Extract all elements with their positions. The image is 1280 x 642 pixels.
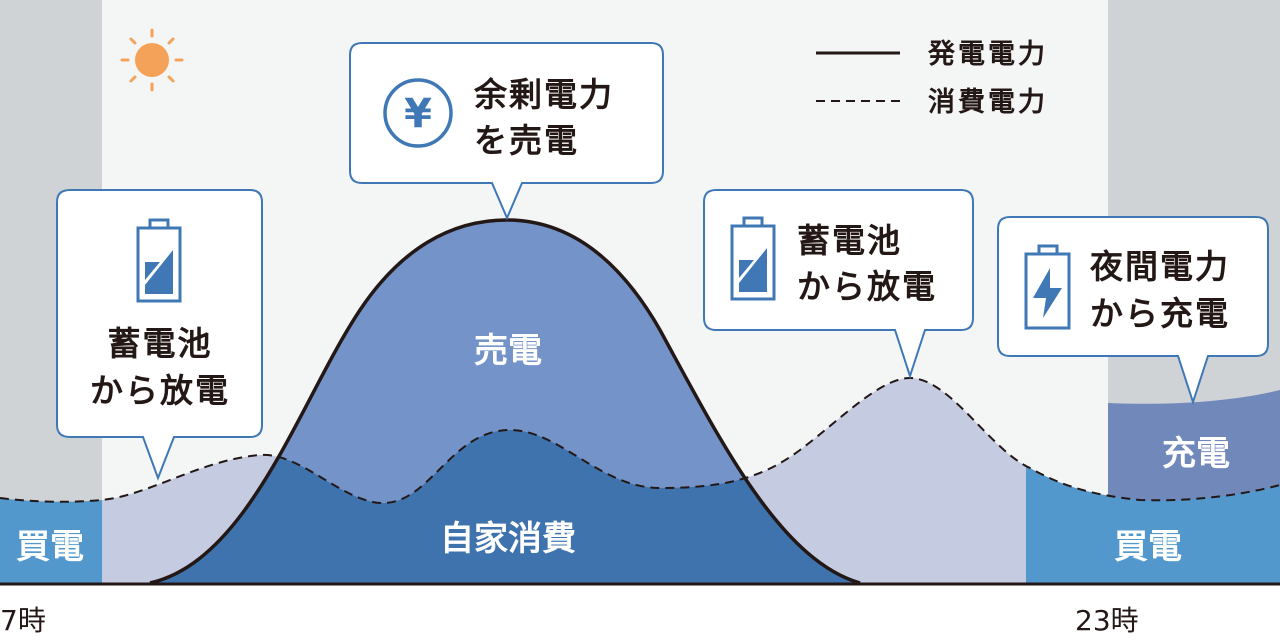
sell-label: 売電 [474, 331, 542, 371]
charge-label: 充電 [1162, 434, 1230, 474]
callout-line-1: 蓄電池 [108, 324, 213, 363]
callout-line-1: 夜間電力 [1089, 247, 1230, 286]
callout-line-1: 蓄電池 [797, 221, 902, 260]
callout-sell-surplus: ¥ 余剰電力 を売電 [349, 42, 664, 221]
callout-night-charge: 夜間電力 から充電 [997, 216, 1269, 406]
time-start-label: 7時 [0, 604, 46, 637]
battery-discharge-icon [136, 218, 182, 303]
callout-line-1: 余剰電力 [473, 75, 614, 114]
callout-line-2: から充電 [1090, 294, 1230, 333]
battery-charge-icon [1024, 244, 1071, 330]
yen-icon: ¥ [383, 78, 453, 148]
legend: 発電電力 消費電力 [816, 39, 1048, 118]
callout-battery-discharge-morning: 蓄電池 から放電 [56, 189, 263, 481]
callout-line-2: を売電 [474, 121, 579, 160]
callout-line-2: から放電 [90, 371, 230, 410]
callout-line-2: から放電 [797, 267, 937, 306]
legend-consumption-label: 消費電力 [928, 87, 1048, 118]
consumption-line [0, 376, 1280, 505]
callout-battery-discharge-evening: 蓄電池 から放電 [703, 189, 974, 380]
sun-icon [120, 28, 184, 92]
svg-text:¥: ¥ [404, 91, 432, 137]
battery-discharge-icon [730, 216, 776, 301]
legend-generation-label: 発電電力 [927, 39, 1048, 70]
time-end-label: 23時 [1075, 604, 1139, 637]
buy-label-left: 買電 [16, 527, 84, 567]
self-consumption-label: 自家消費 [440, 519, 576, 559]
buy-label-right: 買電 [1114, 527, 1182, 567]
